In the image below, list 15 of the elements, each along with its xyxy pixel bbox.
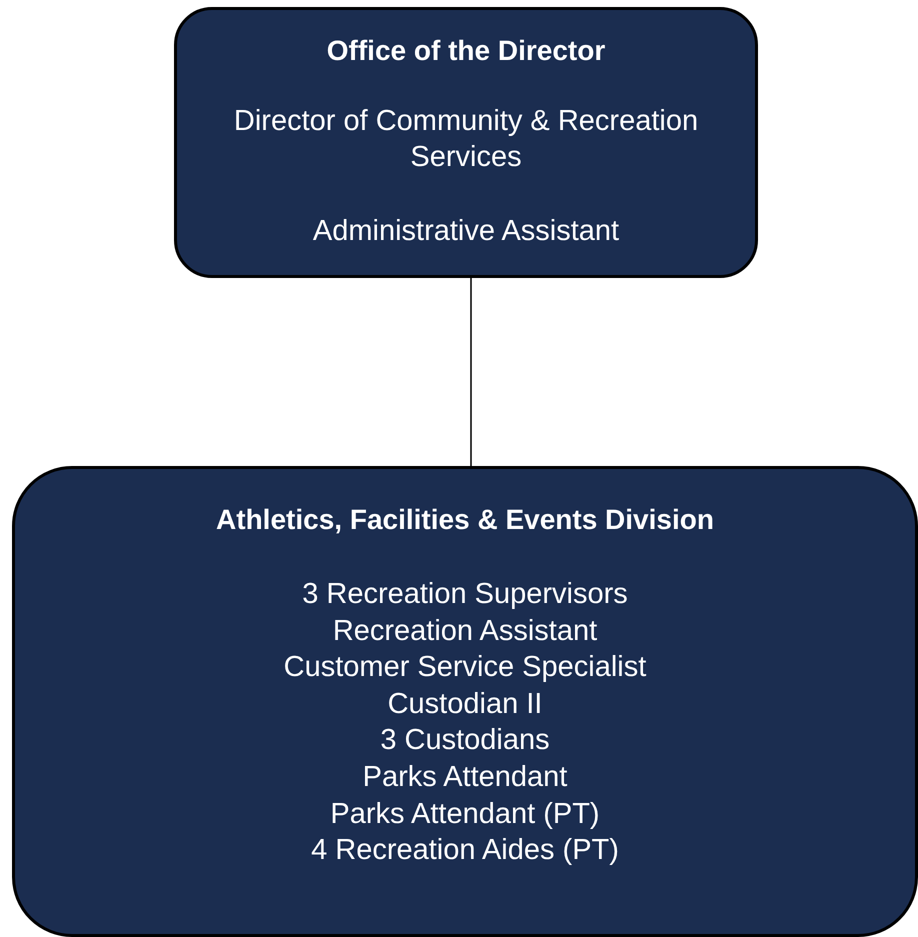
position-title: Parks Attendant (PT)	[329, 796, 601, 832]
connector-line	[470, 278, 472, 466]
position-title: 3 Recreation Supervisors	[301, 577, 629, 612]
position-title: 4 Recreation Aides (PT)	[310, 833, 620, 868]
position-title: 3 Custodians	[379, 723, 551, 758]
org-unit-box	[174, 7, 758, 278]
position-title: Parks Attendant	[362, 760, 568, 795]
position-title: Customer Service Specialist	[282, 650, 648, 686]
unit-heading: Athletics, Facilities & Events Division	[215, 503, 715, 537]
position-title: Director of Community & Recreation Services	[232, 104, 700, 175]
org-unit-box	[12, 466, 918, 937]
position-title: Recreation Assistant	[332, 614, 598, 649]
position-title: Administrative Assistant	[312, 214, 620, 249]
unit-heading: Office of the Director	[326, 34, 606, 68]
position-title: Custodian II	[386, 686, 544, 722]
